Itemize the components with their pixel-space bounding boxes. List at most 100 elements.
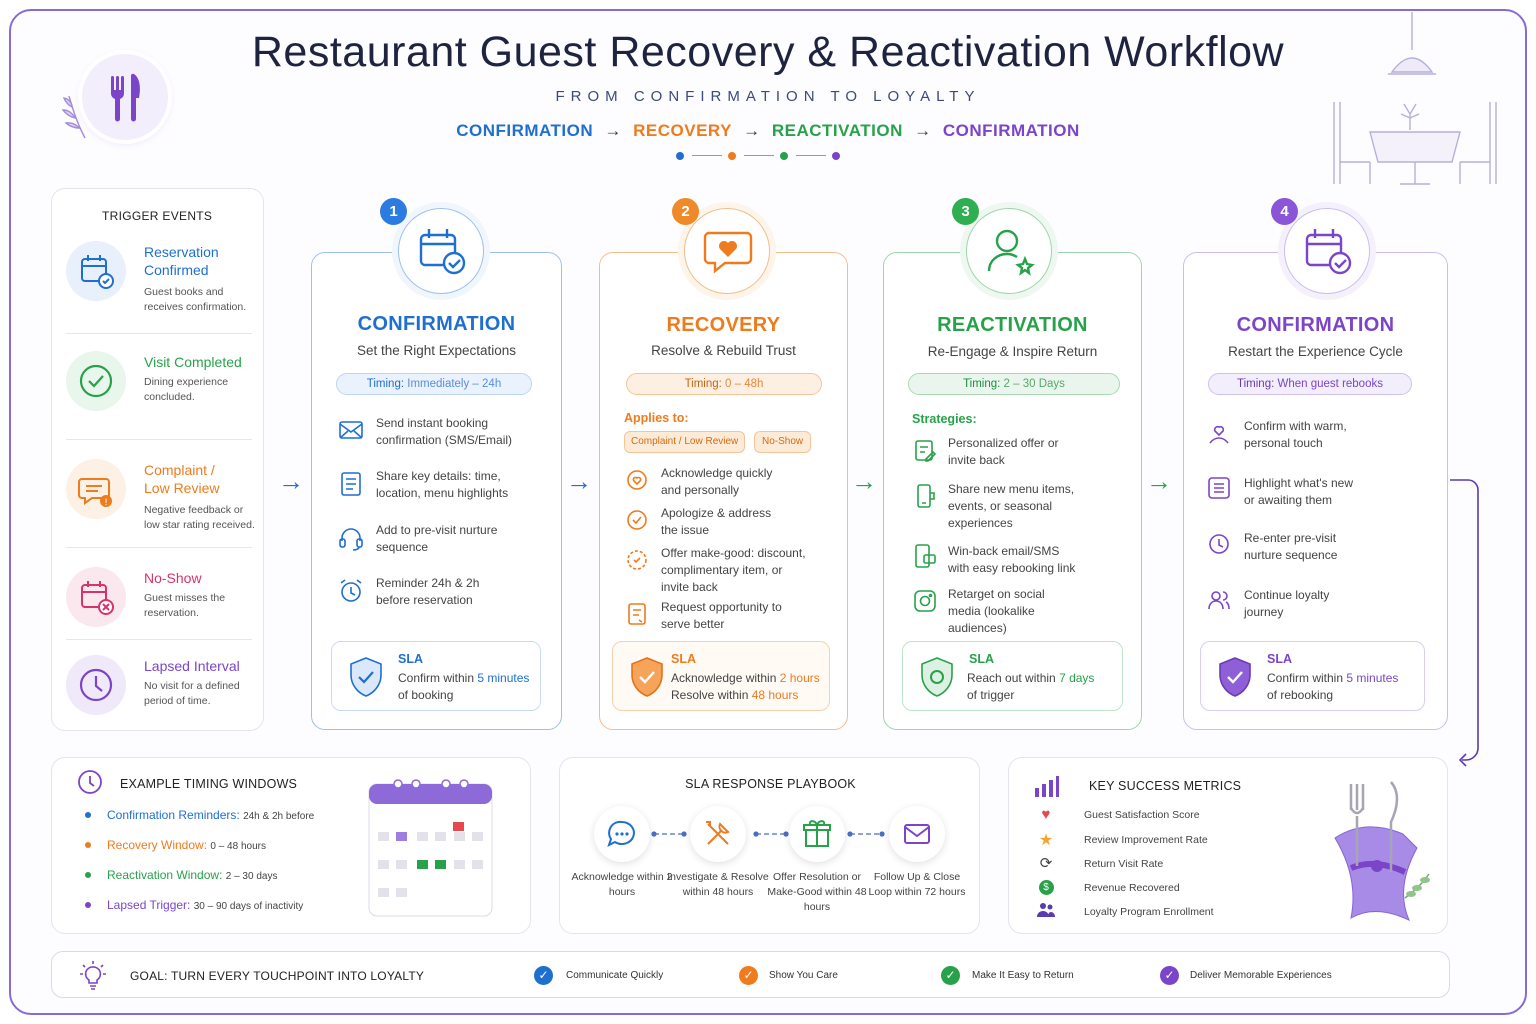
stage-icon-circle bbox=[398, 208, 484, 294]
chat-alert-icon: ! bbox=[66, 459, 126, 519]
timing-pill: Timing: When guest rebooks bbox=[1208, 373, 1412, 395]
lightbulb-icon bbox=[80, 961, 106, 990]
arrow-right-icon: → bbox=[278, 466, 304, 496]
playbook-step: Follow Up & Close Loop within 72 hours bbox=[868, 871, 966, 898]
stage-item: Win-back email/SMS with easy rebooking l… bbox=[948, 544, 1076, 575]
stage-subtitle: Restart the Experience Cycle bbox=[1228, 344, 1403, 359]
timing-pill: Timing: 2 – 30 Days bbox=[908, 373, 1120, 395]
stage-subtitle: Set the Right Expectations bbox=[356, 343, 517, 358]
check-icon: ✓ bbox=[941, 966, 960, 985]
trigger-desc: Negative feedback or low star rating rec… bbox=[144, 504, 255, 531]
stage-title: CONFIRMATION bbox=[1236, 314, 1395, 336]
stage-title: REACTIVATION bbox=[937, 314, 1088, 336]
calendar-x-icon bbox=[66, 567, 126, 627]
metrics-title: KEY SUCCESS METRICS bbox=[1089, 779, 1242, 793]
stage-title: RECOVERY bbox=[666, 314, 781, 336]
user-star-icon bbox=[987, 229, 1035, 276]
strategies-label: Strategies: bbox=[912, 412, 977, 426]
calendar-check-icon bbox=[1305, 229, 1352, 275]
metric-item: Loyalty Program Enrollment bbox=[1084, 906, 1214, 918]
stage-item: Share key details: time, location, menu … bbox=[376, 469, 509, 500]
trigger-desc: Guest books and receives confirmation. bbox=[144, 286, 247, 313]
tools-icon bbox=[690, 806, 746, 862]
stage-item: Confirm with warm, personal touch bbox=[1244, 419, 1347, 450]
flow-arrow: → bbox=[604, 121, 622, 140]
shield-check-icon bbox=[1219, 657, 1251, 697]
flow-arrow: → bbox=[914, 121, 932, 140]
trigger-lapsed-interval[interactable]: Lapsed Interval No visit for a defined p… bbox=[66, 651, 256, 727]
shield-check-icon bbox=[631, 657, 663, 697]
trigger-desc: Guest misses the reservation. bbox=[144, 592, 226, 619]
chat-heart-icon bbox=[703, 231, 753, 274]
check-icon: ✓ bbox=[534, 966, 553, 985]
sla-label: SLA bbox=[671, 652, 696, 666]
flow-arrow: → bbox=[743, 121, 761, 140]
applies-label: Applies to: bbox=[624, 411, 689, 425]
dollar-icon: $ bbox=[1037, 879, 1055, 897]
timing-windows-panel: EXAMPLE TIMING WINDOWS Confirmation Remi… bbox=[51, 757, 531, 934]
stage-item: Highlight what's new or awaiting them bbox=[1244, 476, 1354, 507]
headset-icon bbox=[339, 528, 363, 551]
flow-dots bbox=[676, 150, 846, 162]
refresh-icon: ⟳ bbox=[1039, 855, 1053, 872]
stage-icon-circle bbox=[966, 208, 1052, 294]
flow-step-recovery: RECOVERY bbox=[633, 121, 732, 140]
sla-label: SLA bbox=[969, 652, 994, 666]
check-icon: ✓ bbox=[739, 966, 758, 985]
stage-item: Continue loyalty journey bbox=[1244, 588, 1330, 619]
timing-pill: Timing: 0 – 48h bbox=[626, 373, 822, 395]
clock-icon bbox=[78, 770, 102, 794]
timing-row: Recovery Window: 0 – 48 hours bbox=[107, 838, 266, 852]
edit-offer-icon bbox=[915, 440, 937, 462]
page-title: Restaurant Guest Recovery & Reactivation… bbox=[251, 28, 1285, 76]
stage-subtitle: Resolve & Rebuild Trust bbox=[651, 343, 796, 358]
stage-subtitle: Re-Engage & Inspire Return bbox=[927, 344, 1098, 359]
list-icon bbox=[1208, 477, 1230, 499]
metric-item: Return Visit Rate bbox=[1084, 858, 1164, 870]
stage-recovery: RECOVERY Resolve & Rebuild Trust Timing:… bbox=[599, 252, 848, 730]
playbook-step: Investigate & Resolve within 48 hours bbox=[667, 871, 769, 898]
trigger-complaint-low-review[interactable]: ! Complaint / Low Review Negative feedba… bbox=[66, 455, 256, 547]
trigger-reservation-confirmed[interactable]: Reservation Confirmed Guest books and re… bbox=[66, 237, 256, 327]
goal-item: Show You Care bbox=[769, 970, 838, 981]
playbook-title: SLA RESPONSE PLAYBOOK bbox=[685, 777, 856, 791]
request-form-icon bbox=[628, 603, 646, 625]
arrow-right-icon: → bbox=[1146, 466, 1172, 496]
calendar-check-icon bbox=[419, 229, 466, 275]
trigger-visit-completed[interactable]: Visit Completed Dining experience conclu… bbox=[66, 347, 256, 437]
goal-item: Make It Easy to Return bbox=[972, 970, 1074, 981]
calendar-illustration bbox=[368, 779, 493, 917]
svg-text:!: ! bbox=[104, 498, 108, 508]
stage-item: Send instant booking confirmation (SMS/E… bbox=[376, 416, 513, 447]
social-media-icon bbox=[914, 590, 936, 612]
sla-label: SLA bbox=[398, 652, 423, 666]
trigger-events-panel: TRIGGER EVENTS Reservation Confirmed Gue… bbox=[51, 188, 264, 731]
playbook-step: Acknowledge within 2 hours bbox=[571, 871, 673, 898]
shield-check-icon bbox=[921, 657, 953, 697]
trigger-desc: No visit for a defined period of time. bbox=[144, 680, 240, 707]
stage-item: Offer make-good: discount, complimentary… bbox=[661, 546, 806, 594]
check-circle-icon bbox=[66, 351, 126, 411]
stage-confirmation-restart: CONFIRMATION Restart the Experience Cycl… bbox=[1183, 252, 1448, 730]
napkin-cutlery-illustration bbox=[1334, 781, 1430, 922]
leaf-sprig-icon bbox=[61, 95, 86, 139]
stage-item: Re-enter pre-visit nurture sequence bbox=[1244, 531, 1338, 562]
stage-item: Apologize & address the issue bbox=[661, 506, 772, 537]
trigger-title: Lapsed Interval bbox=[144, 658, 240, 674]
envelope-icon bbox=[889, 806, 945, 862]
arrow-right-icon: → bbox=[851, 466, 877, 496]
flow-step-confirmation: CONFIRMATION bbox=[456, 121, 594, 140]
trigger-no-show[interactable]: No-Show Guest misses the reservation. bbox=[66, 563, 256, 649]
trigger-title: Reservation Confirmed bbox=[144, 244, 219, 278]
trigger-title: No-Show bbox=[144, 570, 202, 586]
stage-reactivation: REACTIVATION Re-Engage & Inspire Return … bbox=[883, 252, 1142, 730]
table-chairs-illustration bbox=[1333, 12, 1497, 185]
discount-badge-icon bbox=[627, 550, 647, 570]
stage-item: Personalized offer or invite back bbox=[948, 436, 1059, 467]
gift-icon bbox=[789, 806, 845, 862]
